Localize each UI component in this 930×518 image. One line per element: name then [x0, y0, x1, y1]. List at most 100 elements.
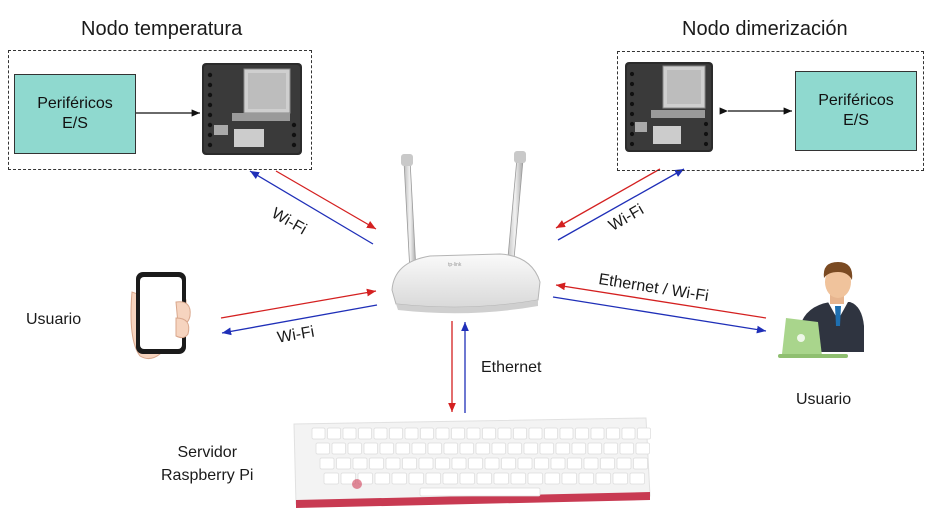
keyboard-key	[561, 472, 577, 485]
keyboard-key	[595, 472, 611, 485]
keyboard-key	[528, 427, 543, 440]
server-label: Servidor Raspberry Pi	[161, 441, 253, 487]
dimmer-node-box	[617, 51, 924, 171]
temperature-peripheral-box: Periféricos E/S	[14, 74, 136, 154]
laptop-link-arrows	[552, 282, 767, 334]
keyboard-key	[527, 472, 543, 485]
keyboard-key	[358, 427, 372, 440]
keyboard-spacebar	[419, 487, 541, 497]
esp32-board-icon	[625, 62, 713, 152]
keyboard-key	[451, 457, 467, 470]
keyboard-key	[578, 472, 594, 485]
keyboard-key	[616, 457, 632, 470]
temperature-node-title: Nodo temperatura	[81, 18, 243, 40]
keyboard-key	[336, 457, 351, 470]
keyboard-key	[391, 472, 407, 485]
svg-text:tp-link: tp-link	[448, 262, 462, 268]
server-label-line2: Raspberry Pi	[161, 467, 254, 484]
keyboard-key	[635, 442, 650, 455]
keyboard-key	[559, 427, 574, 440]
keyboard-key	[510, 472, 526, 485]
keyboard-key	[363, 442, 378, 455]
keyboard-key	[587, 442, 602, 455]
keyboard-key	[435, 427, 450, 440]
keyboard-key	[513, 427, 527, 440]
keyboard-key	[319, 457, 335, 470]
keyboard-key	[395, 442, 410, 455]
dimmer-node-title: Nodo dimerización	[682, 18, 848, 40]
keyboard-key	[385, 457, 401, 470]
keyboard-key	[606, 427, 620, 440]
keyboard-key	[555, 442, 570, 455]
keyboard-key	[575, 427, 589, 440]
laptop-user-label: Usuario	[796, 391, 852, 408]
keyboard-key	[347, 442, 362, 455]
keyboard-key	[408, 472, 424, 485]
keyboard-key	[373, 427, 388, 440]
keyboard-key	[331, 442, 346, 455]
keyboard-key	[379, 442, 394, 455]
keyboard-key	[603, 442, 618, 455]
keyboard-key	[612, 472, 628, 485]
phone-user-label: Usuario	[26, 311, 82, 328]
keyboard-key	[484, 457, 500, 470]
keyboard-key	[323, 472, 339, 485]
keyboard-key	[583, 457, 599, 470]
keyboard-key	[404, 427, 419, 440]
server-link-label: Ethernet	[481, 359, 542, 376]
keyboard-key	[544, 472, 560, 485]
keyboard-key	[497, 427, 512, 440]
keyboard-key	[475, 442, 490, 455]
keyboard-key	[327, 427, 341, 440]
keyboard-key	[451, 427, 465, 440]
phone-link-arrows	[220, 288, 378, 336]
peripheral-label-line1: Periféricos	[37, 95, 113, 112]
keyboard-key	[468, 457, 483, 470]
keyboard-key	[571, 442, 586, 455]
keyboard-key	[459, 442, 474, 455]
keyboard-key	[352, 457, 368, 470]
temperature-node-box	[8, 50, 312, 170]
server-link-arrows	[448, 321, 469, 413]
keyboard-key	[637, 427, 651, 440]
keyboard-key	[427, 442, 442, 455]
smartphone-hand-icon	[130, 272, 191, 360]
keyboard-key	[340, 472, 356, 485]
keyboard-key	[539, 442, 554, 455]
keyboard-key	[342, 427, 357, 440]
keyboard-key	[315, 442, 330, 455]
wifi-router-icon: tp-link	[391, 151, 541, 314]
keyboard-key	[507, 442, 522, 455]
peripheral-label-line2: E/S	[843, 112, 869, 129]
keyboard-key	[619, 442, 634, 455]
keyboard-key	[501, 457, 516, 470]
keyboard-key	[482, 427, 496, 440]
keyboard-key	[466, 427, 481, 440]
keyboard-key	[476, 472, 492, 485]
keyboard-key	[442, 472, 458, 485]
keyboard-key	[621, 427, 636, 440]
keyboard-key	[459, 472, 475, 485]
esp32-board-icon	[202, 63, 302, 155]
keyboard-key	[411, 442, 426, 455]
keyboard-key	[600, 457, 615, 470]
peripheral-label-line1: Periféricos	[818, 92, 894, 109]
keyboard-key	[629, 472, 645, 485]
keyboard-key	[534, 457, 549, 470]
keyboard-key	[369, 457, 384, 470]
keyboard-key	[389, 427, 403, 440]
keyboard-key	[567, 457, 582, 470]
raspberry-pi-keyboard-icon	[293, 417, 651, 508]
keyboard-key	[523, 442, 538, 455]
server-label-line1: Servidor	[177, 444, 238, 461]
keyboard-key	[493, 472, 509, 485]
keyboard-key	[517, 457, 533, 470]
keyboard-key	[402, 457, 417, 470]
keyboard-key	[590, 427, 605, 440]
keyboard-key	[491, 442, 506, 455]
keyboard-key	[544, 427, 558, 440]
keyboard-key	[550, 457, 566, 470]
keyboard-key	[443, 442, 458, 455]
keyboard-key	[418, 457, 434, 470]
